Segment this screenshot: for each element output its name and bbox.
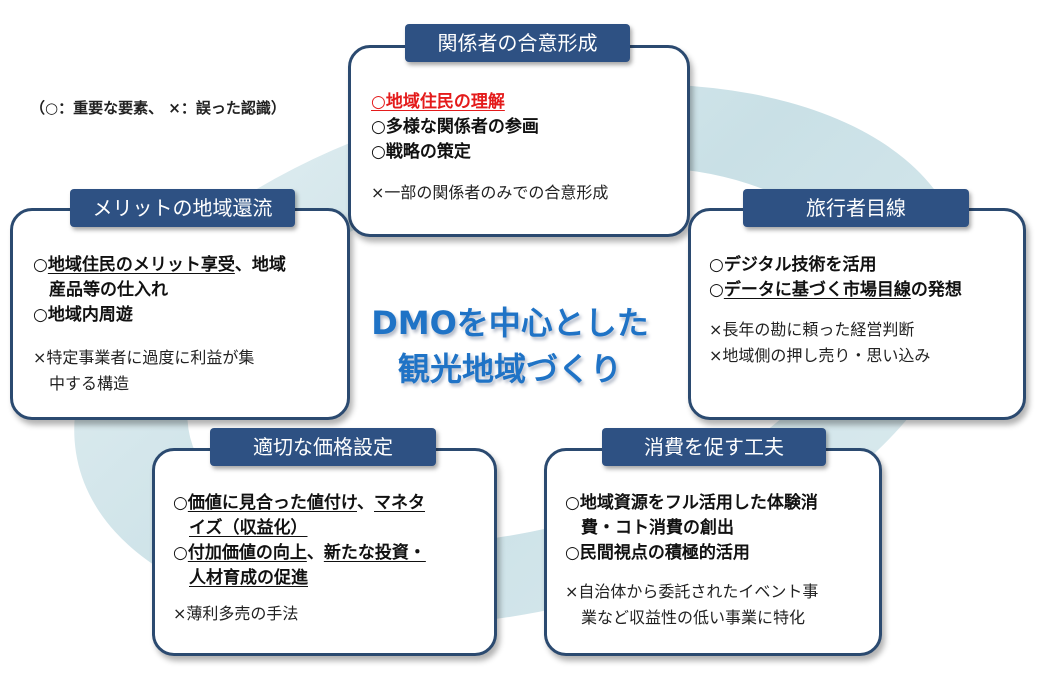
- consensus-title: 関係者の合意形成: [405, 24, 630, 62]
- consumption-negative: ×自治体から委託されたイベント事: [565, 582, 819, 601]
- consensus-negative: ×一部の関係者のみでの合意形成: [371, 183, 609, 202]
- benefit-negative: ×特定事業者に過度に利益が集: [33, 348, 255, 367]
- benefit-item-cont: 産品等の仕入れ: [49, 280, 168, 300]
- legend: （○：重要な要素、 ×：誤った認識）: [30, 99, 286, 117]
- consensus-negatives: ×一部の関係者のみでの合意形成: [371, 180, 608, 206]
- traveler-negative: ×地域側の押し売り・思い込み: [709, 346, 931, 365]
- pricing-box: ○価値に見合った値付け、マネタ イズ（収益化） ○付加価値の向上、新たな投資・ …: [152, 448, 497, 656]
- pricing-items: ○価値に見合った値付け、マネタ イズ（収益化） ○付加価値の向上、新たな投資・ …: [173, 491, 426, 591]
- consensus-box: ○地域住民の理解 ○多様な関係者の参画 ○戦略の策定 ×一部の関係者のみでの合意…: [348, 45, 690, 237]
- consensus-item: ○戦略の策定: [371, 142, 471, 162]
- traveler-box: ○デジタル技術を活用 ○データに基づく市場目線の発想 ×長年の勘に頼った経営判断…: [688, 208, 1026, 420]
- benefit-item: ○地域住民のメリット享受、地域: [33, 255, 286, 275]
- consumption-negative-cont: 業など収益性の低い事業に特化: [581, 608, 806, 627]
- center-title-line2: 観光地域づくり: [397, 350, 622, 388]
- consumption-item: ○地域資源をフル活用した体験消: [565, 493, 818, 513]
- consensus-item: ○地域住民の理解: [371, 92, 505, 112]
- consumption-title: 消費を促す工夫: [602, 428, 826, 466]
- center-title-line1: DMOを中心とした: [371, 304, 649, 342]
- consensus-items: ○地域住民の理解 ○多様な関係者の参画 ○戦略の策定: [371, 90, 539, 165]
- pricing-negatives: ×薄利多売の手法: [173, 601, 298, 627]
- consensus-item: ○多様な関係者の参画: [371, 117, 539, 137]
- traveler-negative: ×長年の勘に頼った経営判断: [709, 320, 915, 339]
- benefit-negative-cont: 中する構造: [49, 374, 130, 393]
- traveler-item: ○デジタル技術を活用: [709, 255, 877, 275]
- consumption-items: ○地域資源をフル活用した体験消 費・コト消費の創出 ○民間視点の積極的活用: [565, 491, 818, 566]
- pricing-title: 適切な価格設定: [210, 428, 436, 466]
- traveler-title: 旅行者目線: [743, 189, 969, 227]
- benefit-items: ○地域住民のメリット享受、地域 産品等の仕入れ ○地域内周遊: [33, 253, 286, 328]
- pricing-negative: ×薄利多売の手法: [173, 604, 299, 623]
- benefit-negatives: ×特定事業者に過度に利益が集 中する構造: [33, 345, 254, 397]
- pricing-item-cont: イズ（収益化）: [189, 518, 308, 538]
- benefit-title: メリットの地域還流: [70, 189, 295, 227]
- pricing-item: ○価値に見合った値付け、マネタ: [173, 493, 425, 513]
- benefit-item: ○地域内周遊: [33, 305, 133, 325]
- pricing-item-cont: 人材育成の促進: [189, 568, 308, 588]
- benefit-box: ○地域住民のメリット享受、地域 産品等の仕入れ ○地域内周遊 ×特定事業者に過度…: [10, 208, 350, 420]
- center-title: DMOを中心とした 観光地域づくり: [350, 300, 670, 392]
- traveler-item: ○データに基づく市場目線の発想: [709, 280, 962, 300]
- consumption-box: ○地域資源をフル活用した体験消 費・コト消費の創出 ○民間視点の積極的活用 ×自…: [544, 448, 882, 656]
- traveler-items: ○デジタル技術を活用 ○データに基づく市場目線の発想: [709, 253, 962, 303]
- consumption-item: ○民間視点の積極的活用: [565, 543, 750, 563]
- consumption-negatives: ×自治体から委託されたイベント事 業など収益性の低い事業に特化: [565, 579, 818, 631]
- traveler-negatives: ×長年の勘に頼った経営判断 ×地域側の押し売り・思い込み: [709, 317, 930, 369]
- pricing-item: ○付加価値の向上、新たな投資・: [173, 543, 426, 563]
- consumption-item-cont: 費・コト消費の創出: [581, 518, 734, 538]
